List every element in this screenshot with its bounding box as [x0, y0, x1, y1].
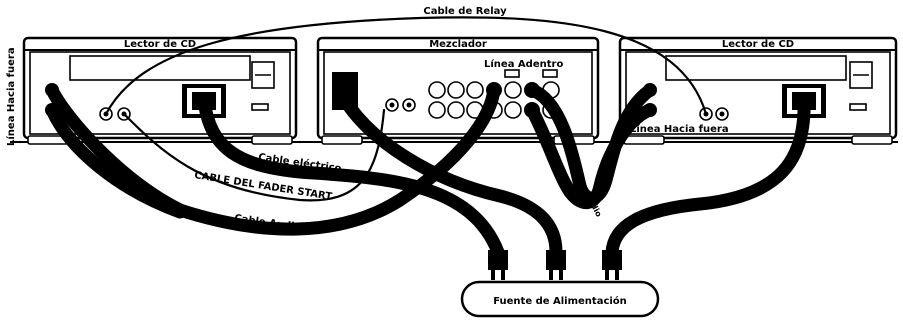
relay-cable-label: Cable de Relay — [423, 6, 507, 17]
right-power-cable — [605, 93, 811, 259]
right-cd-title: Lector de CD — [722, 39, 794, 50]
mixer-title: Mezclador — [429, 39, 487, 50]
mixer-line-in-label: Línea Adentro — [484, 58, 563, 70]
power-plug-2 — [546, 250, 566, 280]
right-audio-cable-second — [525, 103, 657, 209]
power-supply — [460, 280, 660, 318]
left-power-cable — [197, 93, 505, 259]
relay-cable — [104, 16, 708, 116]
mixer-power-cable — [338, 93, 563, 259]
left-audio-cable — [45, 83, 501, 236]
power-plug-3 — [602, 250, 622, 280]
right-line-out-label: Línea Hacia fuera — [630, 123, 729, 135]
fader-start-cable — [122, 108, 386, 202]
left-cd-title: Lector de CD — [124, 39, 196, 50]
left-audio-cable-second — [45, 103, 187, 219]
power-plug-1 — [488, 250, 508, 280]
left-line-out-label: Línea Hacia fuera — [5, 47, 17, 146]
power-supply-label: Fuente de Alimentación — [493, 295, 627, 307]
right-cd-player: Lector de CD — [618, 36, 898, 145]
left-cd-player: Lector de CD — [22, 36, 298, 145]
